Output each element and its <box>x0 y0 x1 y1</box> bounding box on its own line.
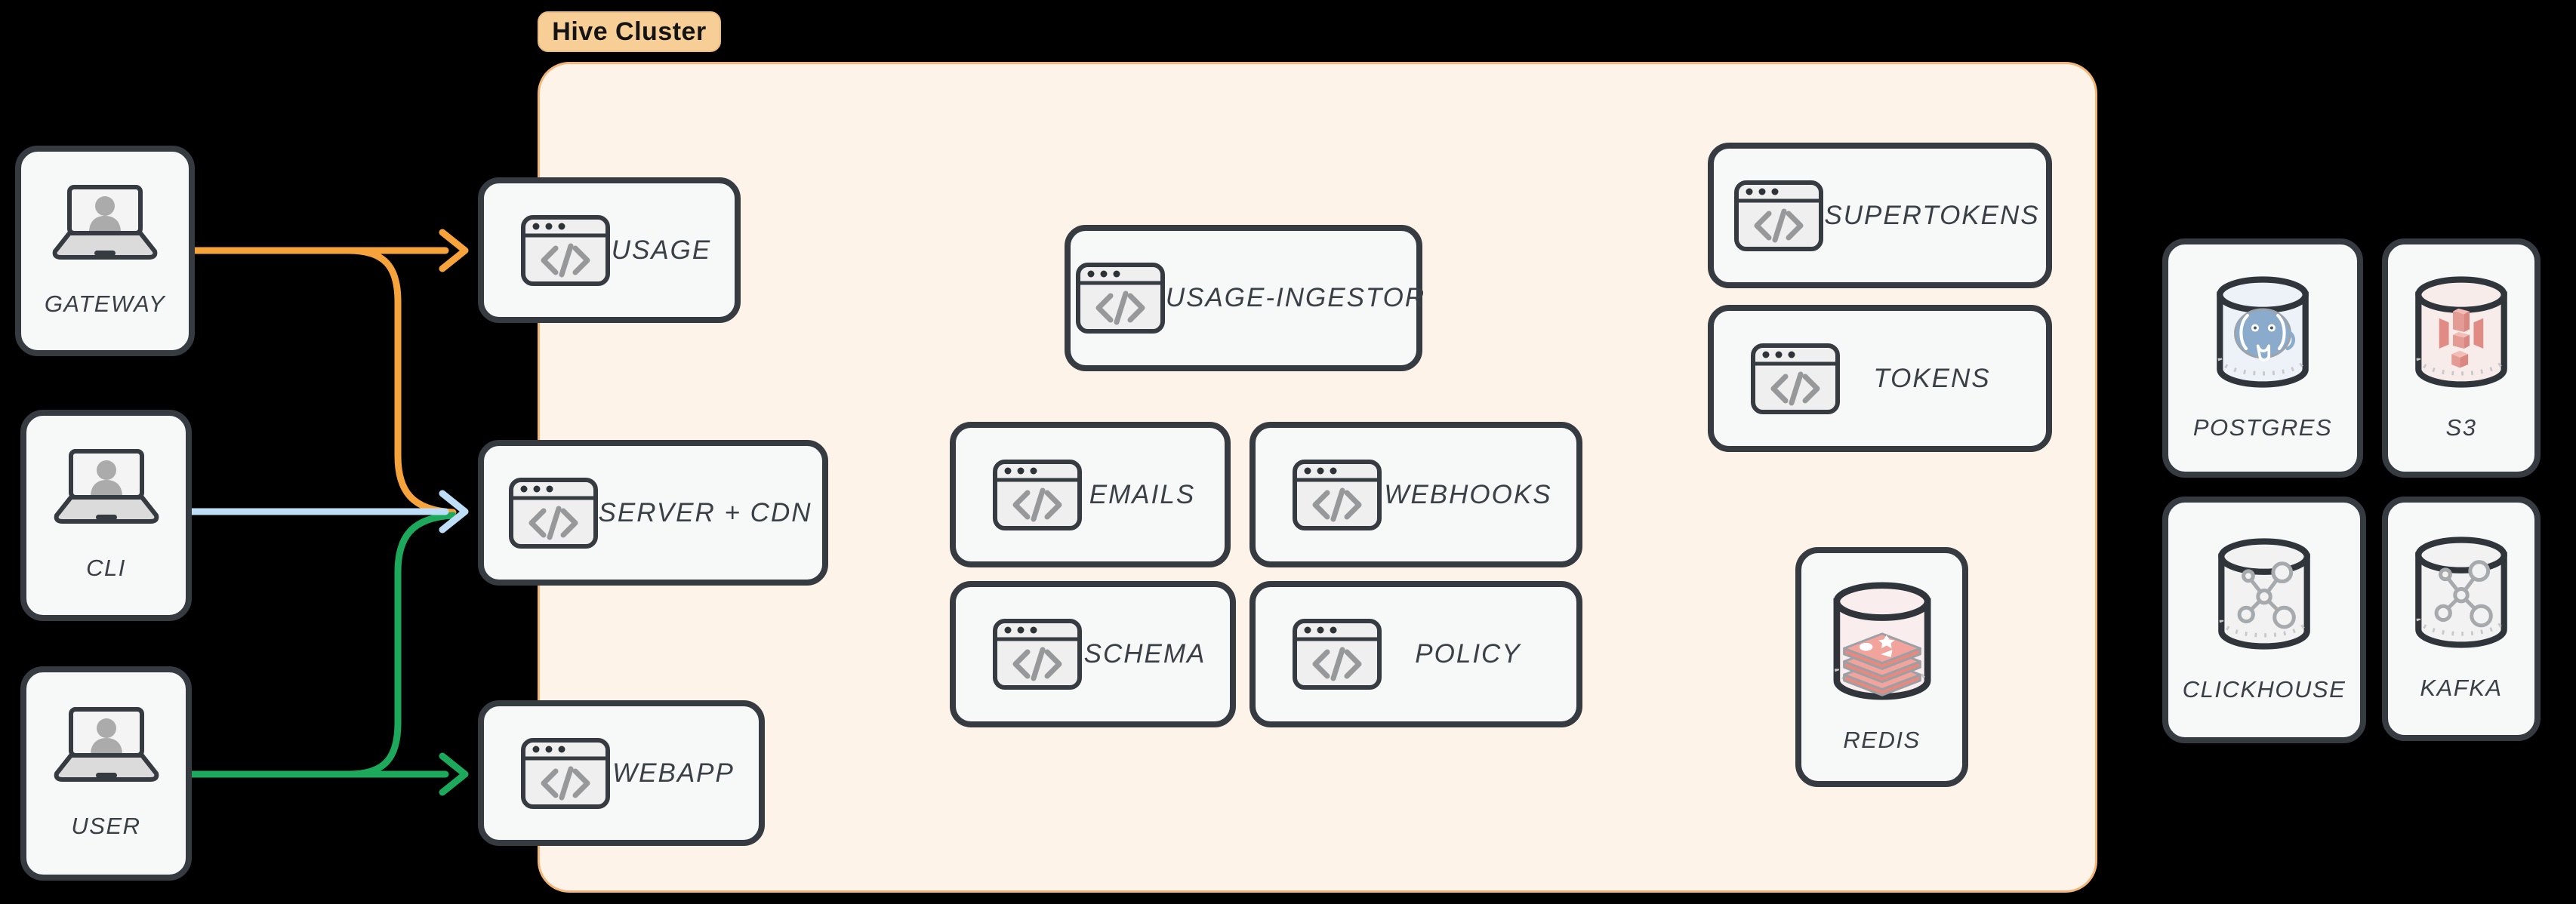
code-window-icon <box>1733 180 1824 252</box>
service-node-webhooks: WEBHOOKS <box>1249 422 1582 567</box>
code-window-icon <box>992 459 1083 531</box>
laptop-user-icon <box>49 707 164 787</box>
code-window-icon <box>992 618 1083 690</box>
edge-gateway-usage <box>192 229 469 272</box>
laptop-user-icon <box>48 185 162 265</box>
edge-cli-server-cdn <box>188 490 469 533</box>
service-node-emails: EMAILS <box>950 422 1231 567</box>
actor-label: USER <box>71 813 141 839</box>
service-node-policy: POLICY <box>1249 581 1582 727</box>
service-label: TOKENS <box>1873 363 1991 393</box>
datastore-node-redis: REDIS <box>1795 547 1968 787</box>
code-window-icon <box>1292 459 1382 531</box>
service-label: WEBHOOKS <box>1384 479 1552 509</box>
service-label: SUPERTOKENS <box>1824 200 2040 230</box>
datastore-label: REDIS <box>1843 726 1921 753</box>
edge-gateway-server-cdn <box>192 247 457 516</box>
actor-label: GATEWAY <box>44 290 166 317</box>
service-label: WEBAPP <box>612 758 735 788</box>
actor-node-cli: CLI <box>20 410 192 621</box>
laptop-user-icon <box>49 449 164 529</box>
clickhouse-database-icon <box>2216 537 2313 650</box>
code-window-icon <box>508 477 599 549</box>
datastore-node-s3: S3 <box>2382 238 2541 478</box>
code-window-icon <box>520 214 611 287</box>
actor-node-gateway: GATEWAY <box>15 146 195 356</box>
kafka-database-icon <box>2413 536 2510 649</box>
code-window-icon <box>1292 618 1382 690</box>
datastore-label: CLICKHOUSE <box>2182 675 2346 703</box>
hive-cluster-badge: Hive Cluster <box>538 11 721 52</box>
service-node-schema: SCHEMA <box>950 581 1236 727</box>
service-node-supertokens: SUPERTOKENS <box>1708 143 2052 288</box>
actor-node-user: USER <box>20 666 192 881</box>
datastore-node-postgres: POSTGRES <box>2162 238 2363 478</box>
service-node-tokens: TOKENS <box>1708 305 2052 452</box>
code-window-icon <box>520 737 611 810</box>
code-window-icon <box>1750 343 1841 415</box>
datastore-node-clickhouse: CLICKHOUSE <box>2162 497 2366 743</box>
edge-user-server-cdn <box>189 512 457 778</box>
datastore-node-kafka: KAFKA <box>2382 497 2541 741</box>
redis-database-icon <box>1831 581 1934 701</box>
datastore-label: KAFKA <box>2420 675 2503 701</box>
datastore-label: S3 <box>2445 414 2477 441</box>
service-label: SERVER + CDN <box>598 497 812 527</box>
service-label: USAGE-INGESTOR <box>1165 283 1426 312</box>
s3-database-icon <box>2413 275 2510 389</box>
service-label: EMAILS <box>1089 479 1196 509</box>
service-label: POLICY <box>1415 639 1521 669</box>
postgres-database-icon <box>2214 275 2311 389</box>
actor-label: CLI <box>86 555 126 581</box>
code-window-icon <box>1075 262 1166 334</box>
service-label: USAGE <box>611 235 712 265</box>
service-node-usage-ingestor: USAGE-INGESTOR <box>1065 225 1426 371</box>
edge-user-webapp <box>189 752 469 796</box>
service-label: SCHEMA <box>1083 639 1206 669</box>
datastore-label: POSTGRES <box>2192 414 2333 441</box>
service-node-server-cdn: SERVER + CDN <box>478 440 828 586</box>
service-node-webapp: WEBAPP <box>478 700 765 846</box>
service-node-usage: USAGE <box>478 177 741 323</box>
